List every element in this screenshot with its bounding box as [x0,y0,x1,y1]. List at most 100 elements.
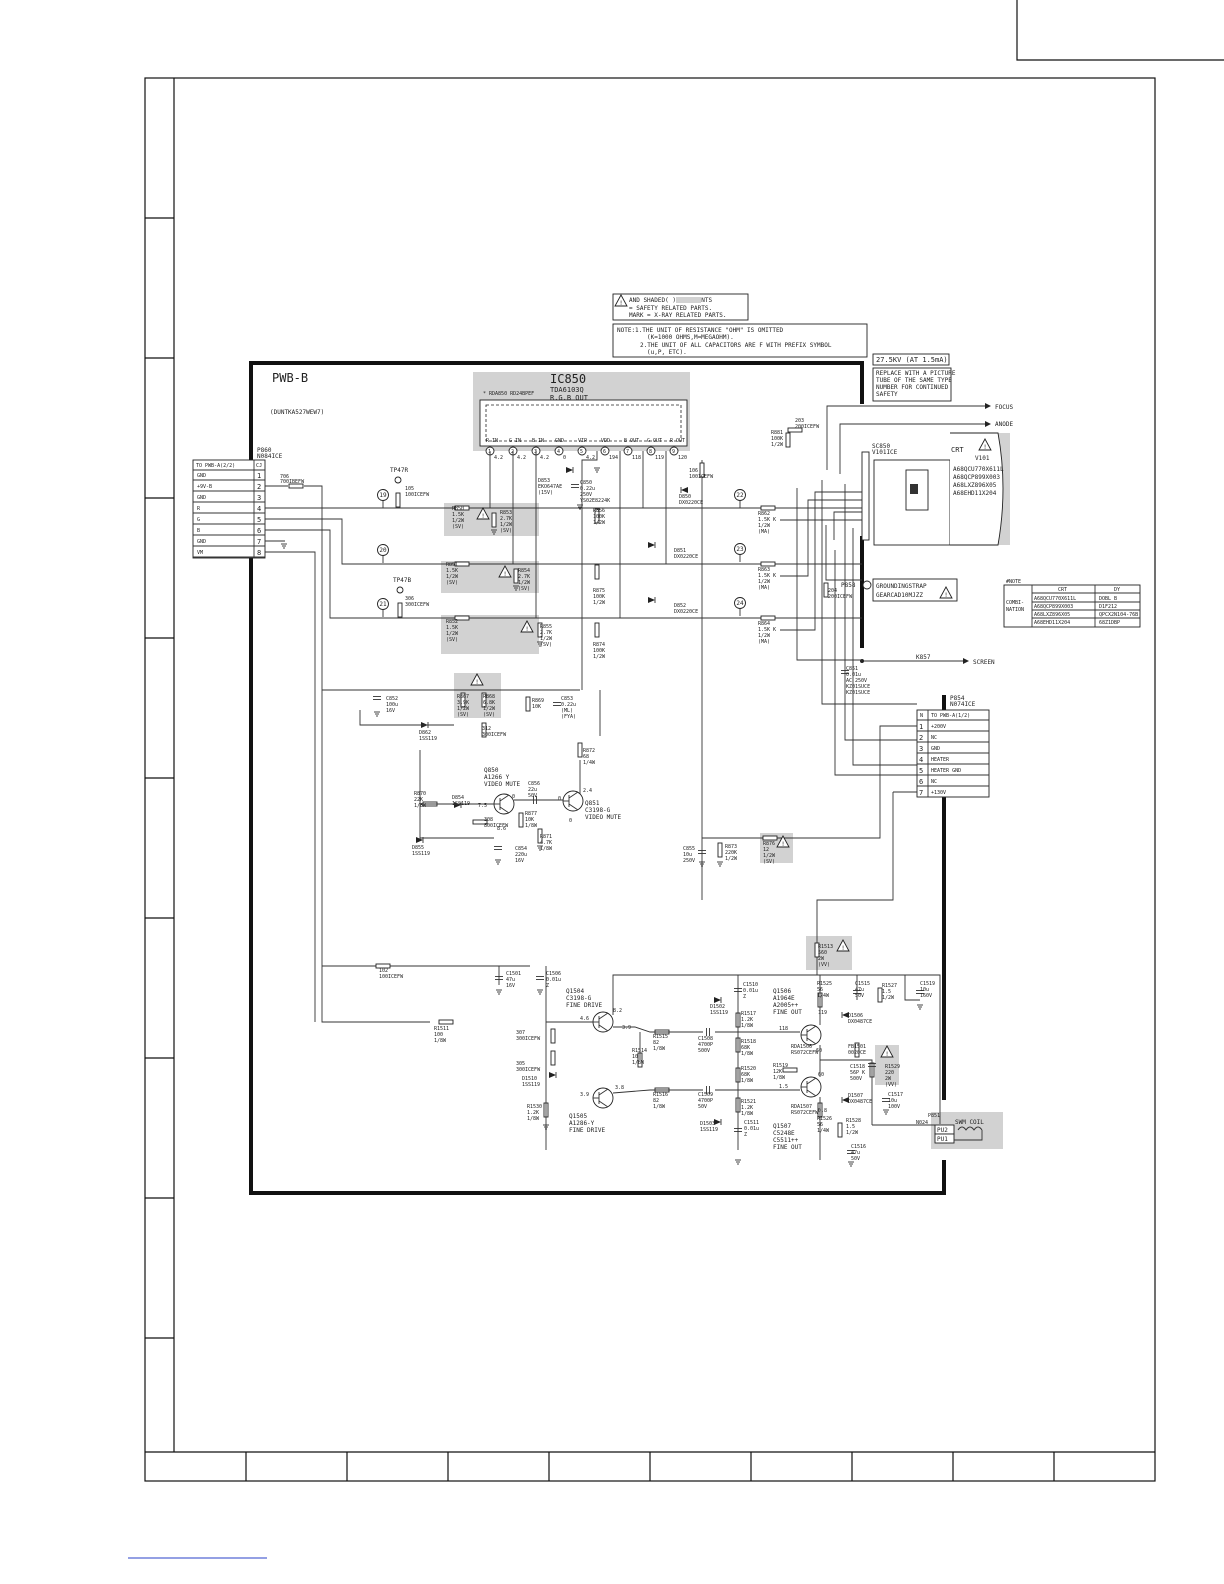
svg-text:REPLACE WITH A PICTURE: REPLACE WITH A PICTURE [876,370,956,377]
p860-pin: 6 [257,527,261,535]
ic-pin-number: 7 [626,449,629,455]
marker-number: 19 [379,492,387,499]
transistor-text: RS072CEFW [791,1110,819,1116]
resistor [785,432,791,448]
capacitor-text: C1509 [698,1092,713,1098]
p860-pin: 2 [257,483,261,491]
p860-pin: 3 [257,494,261,502]
coil [550,1050,556,1066]
transistor-text: RDA1507 [791,1104,812,1110]
capacitor-text: C852 [386,696,398,702]
capacitor-text: 56P K [850,1070,865,1076]
resistor-ref: R852 [446,619,458,625]
resistor-value: 1.5K [446,568,458,574]
coil-text: 305 [516,1061,525,1067]
transistor-text: VIDEO MUTE [484,781,521,788]
transistor-text: VIDEO MUTE [585,814,622,821]
svg-text:AND SHADED( )COMPONENTS: AND SHADED( )COMPONENTS [629,297,712,304]
svg-text:PU2: PU2 [937,1127,948,1134]
capacitor-text: KZ01SUCE [846,684,870,690]
resistor-text: R863 [758,567,770,573]
coil-text: 200ICEFW [795,424,820,430]
ic-pin-number: 8 [649,449,652,455]
resistor-text: 10K [525,817,534,823]
rgb-input-network: R8501.5K1/2W(SV)R8511.5K1/2W(SV)R8521.5K… [446,505,553,648]
ic-pin-label: GND [555,438,564,444]
svg-text:(K=1000 OHMS,M=MEGAOHM).: (K=1000 OHMS,M=MEGAOHM). [647,334,734,341]
diode-text: DX0220CE [679,500,703,506]
ic-pin-label: VDD [601,438,610,444]
resistor-text: 1/8W [741,1023,754,1029]
ic-pin-voltage: 120 [678,455,687,461]
diode-text: DX0487CE [848,1019,872,1025]
coil-text: 200ICEFW [828,594,853,600]
transistor-text: Q1505 [569,1113,587,1120]
capacitor-text: C1519 [920,981,935,987]
ground-symbol [495,989,503,995]
resistor-text: R867 [457,694,469,700]
svg-text:COMBI-: COMBI- [1006,600,1024,606]
ic-pin [577,446,587,456]
ic-pin [600,446,610,456]
ic-pin-number: 5 [580,449,583,455]
capacitor-text: (FYA) [561,714,576,720]
resistor-text: 3.9K [457,700,469,706]
ic-pin-number: 2 [511,449,514,455]
output-leads: FOCUS ANODE SCREEN K857 [826,403,1013,666]
ic-pin [554,446,564,456]
capacitor-text: 0.01u [846,672,861,678]
p854-header-n: N [920,713,923,719]
capacitor-text: 47u [506,977,515,983]
ic-pin-label: B OUT [624,438,639,444]
diode-text: D1503 [700,1121,715,1127]
capacitor [570,484,580,488]
svg-text:N024: N024 [916,1120,928,1126]
p854-part: N074ICE [950,701,976,708]
p854-signal: GND [931,746,940,752]
capacitor-text: Z [744,1132,747,1138]
transistor-text: FINE DRIVE [569,1127,606,1134]
resistor-text: R1519 [773,1063,788,1069]
p854-signal: +130V [931,790,946,796]
anode-label: ANODE [995,421,1013,428]
coil-text: 307 [516,1030,525,1036]
resistor-text: 1/2W [593,520,606,526]
p854-pin: 6 [919,778,923,786]
transistor-text: FINE OUT [773,1144,802,1151]
diode-text: (15V) [538,490,553,496]
svg-text:SWM COIL: SWM COIL [955,1119,984,1126]
ic-pin-number: 1 [488,449,491,455]
resistor [760,561,776,567]
capacitor-text: 10u [920,987,929,993]
resistor-text: 1.5 [846,1124,855,1130]
capacitor-text: 16V [506,983,515,989]
resistor-text: 68K [741,1072,750,1078]
capacitor-text: C854 [515,846,527,852]
resistor-text: (MA) [758,639,770,645]
transistor-text: C3198-G [585,807,611,814]
resistor-class: (SV) [540,642,552,648]
resistor-wattage: 1/2W [540,636,553,642]
ic-pin-label: R OUT [670,438,685,444]
svg-text:706: 706 [280,474,289,480]
capacitor-text: C850 [580,480,592,486]
k857-label: K857 [916,654,931,661]
transistor-text: RS072CEFW [791,1050,819,1056]
ground-symbol [882,1109,890,1115]
p860-signal: VM [197,550,203,556]
p854-pin: 1 [919,723,923,731]
resistor-text: 1/8W [653,1104,666,1110]
ic850-part: TDA6103Q [550,386,584,394]
resistor-class: (SV) [518,586,530,592]
p860-signal: G [197,517,200,523]
resistor-text: (VV) [885,1082,897,1088]
resistor-text: 1/8W [414,803,427,809]
marker-number: 20 [379,547,387,554]
capacitor-text: 220u [515,852,527,858]
p854-pin: 2 [919,734,923,742]
capacitor-text: C1508 [698,1036,713,1042]
capacitor-text: Z [546,983,549,989]
p860-pin: 5 [257,516,261,524]
resistor-text: R856 [593,508,605,514]
voltage-readout: 0 [512,794,515,800]
